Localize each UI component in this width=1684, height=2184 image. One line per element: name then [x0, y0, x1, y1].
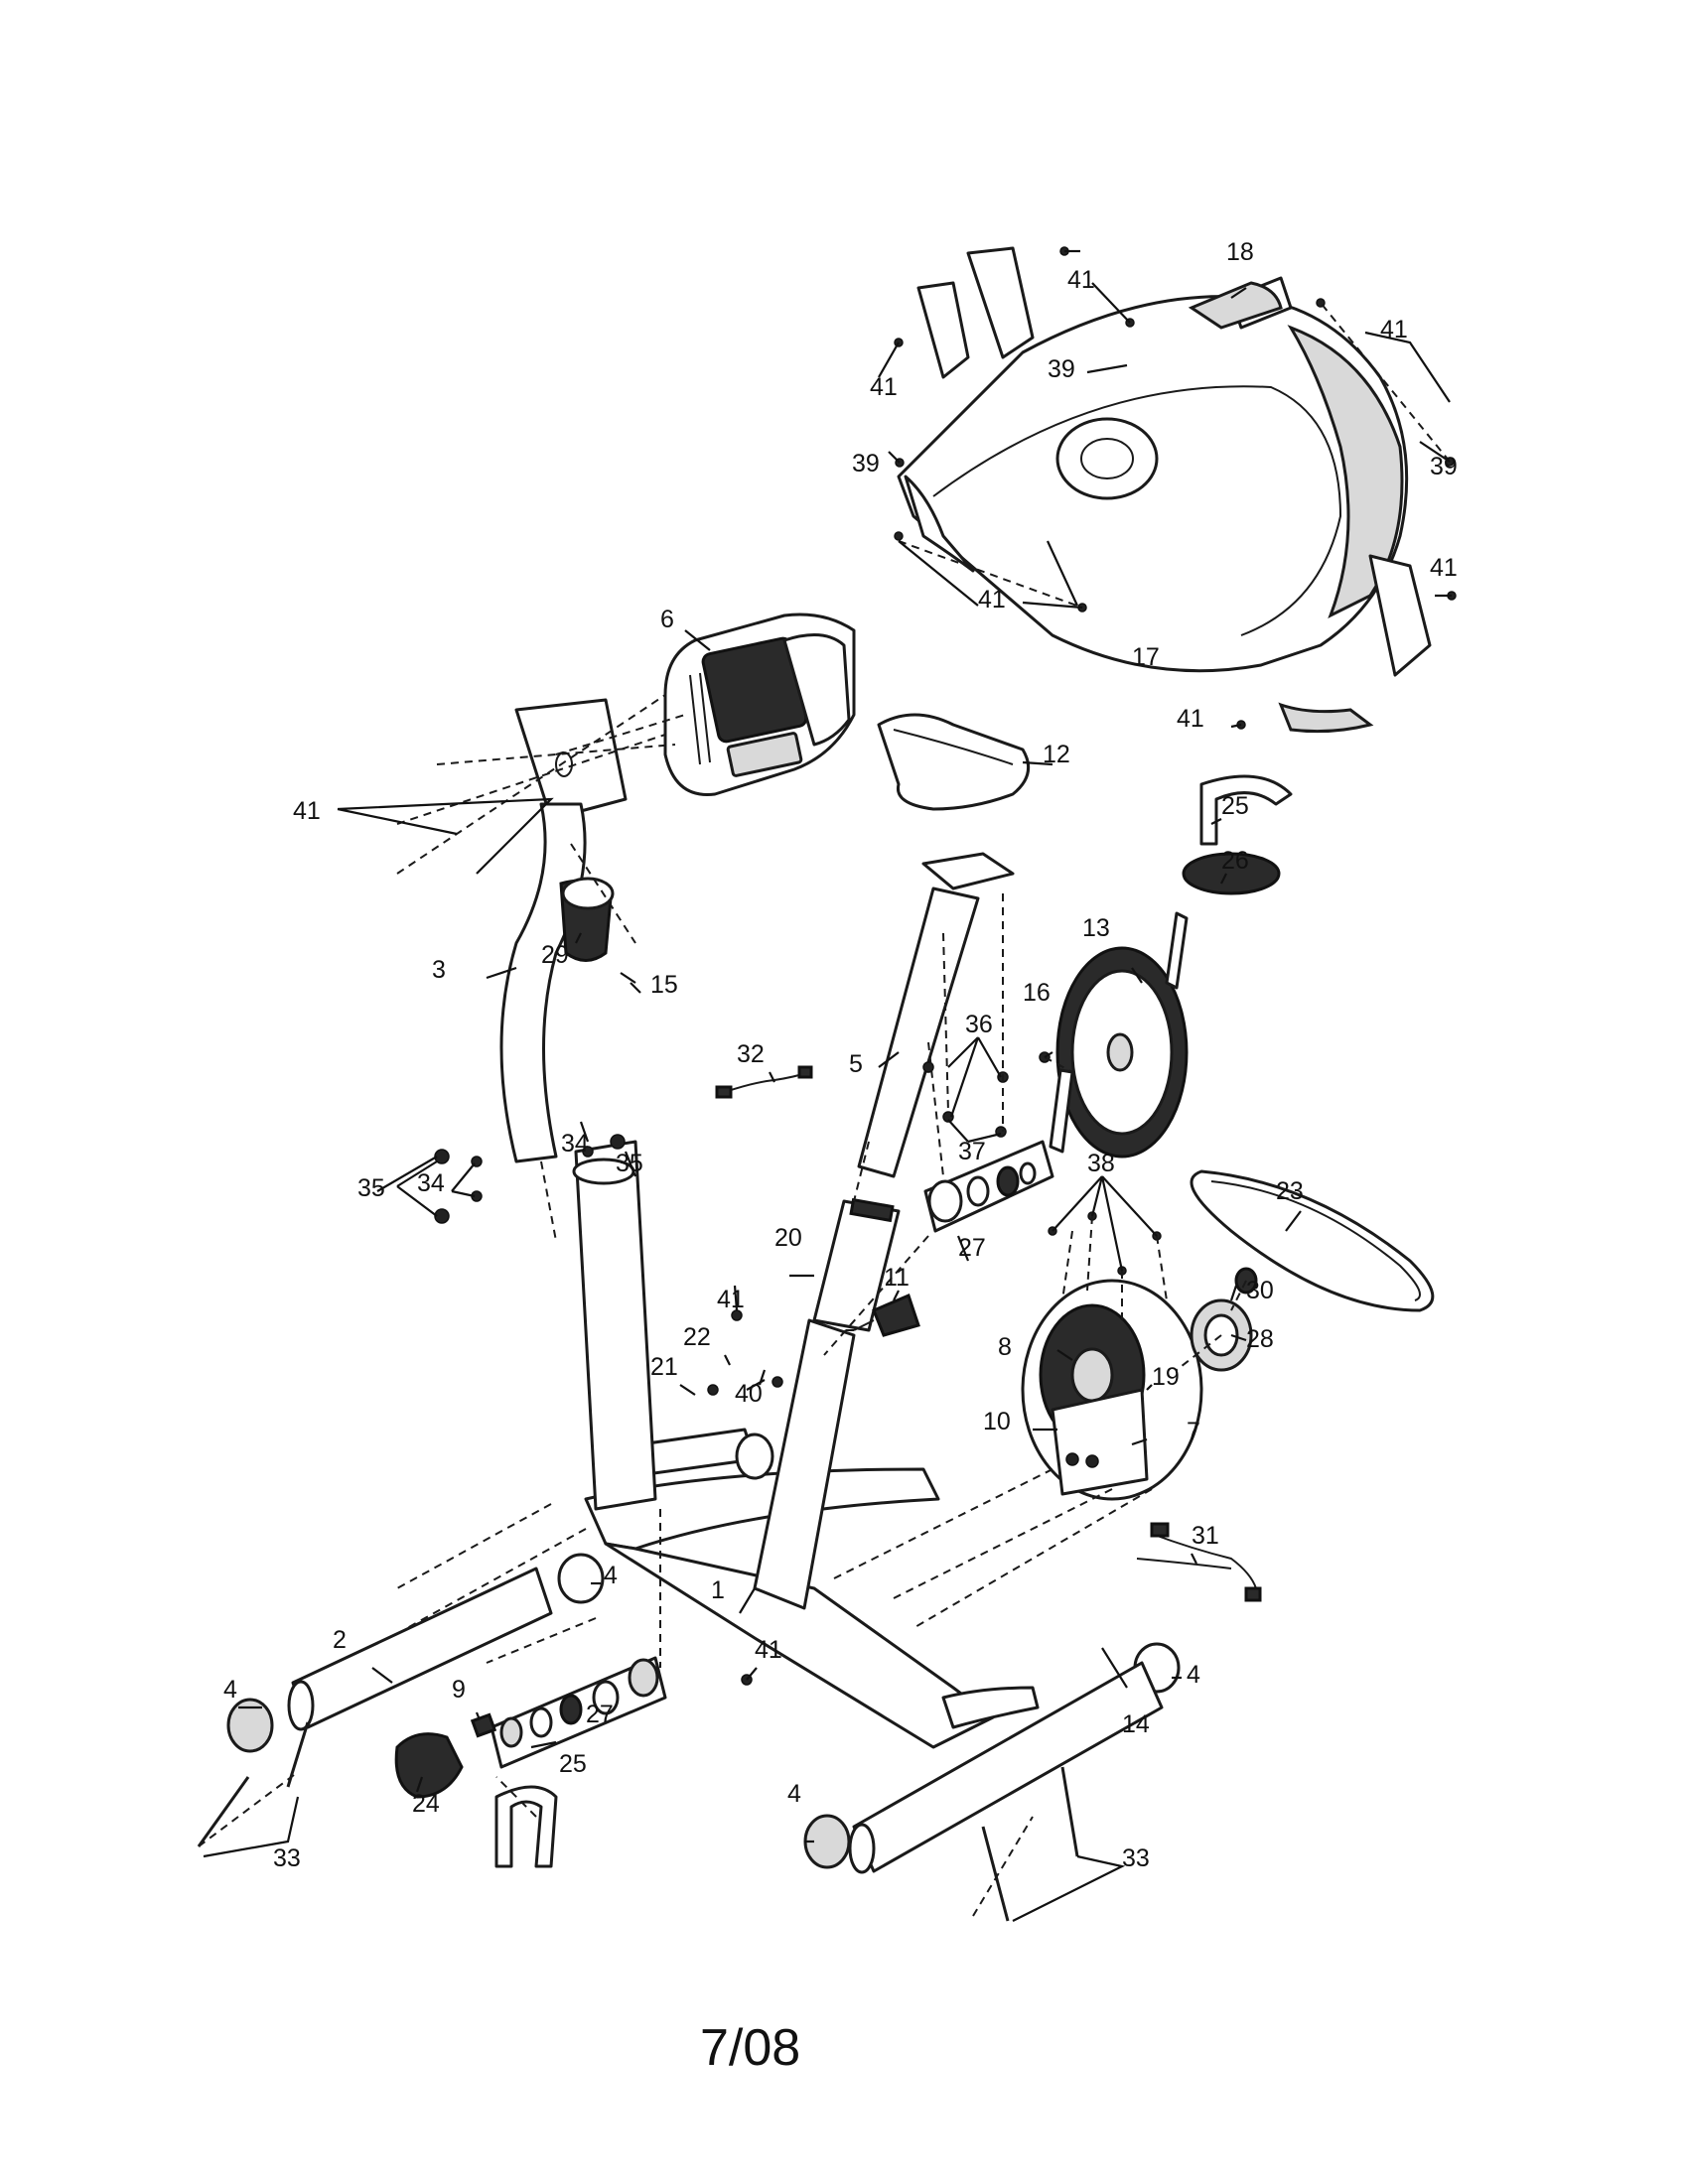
callout-33a: 33 — [273, 1844, 301, 1872]
callout-18: 18 — [1226, 238, 1254, 266]
part-23-belt — [1190, 1169, 1435, 1312]
callout-41g: 41 — [293, 797, 321, 825]
callout-7: 7 — [1187, 1418, 1200, 1445]
callout-23: 23 — [1276, 1177, 1304, 1205]
callout-41e: 41 — [978, 586, 1006, 614]
callout-29: 29 — [541, 941, 569, 969]
callout-39a: 39 — [1048, 355, 1075, 383]
part-27-bearing-set-upper — [923, 1140, 1054, 1233]
part-1-main-frame — [572, 1140, 1040, 1749]
part-14-rear-stabilizer — [848, 1661, 1164, 1874]
part-2-front-stabilizer — [287, 1567, 553, 1731]
part-11-knob — [853, 1293, 920, 1337]
part-24-pedal-left — [394, 1732, 464, 1799]
part-12-seat — [877, 713, 1031, 890]
part-20-seat-sleeve — [812, 1197, 901, 1332]
part-31-wire-harness — [1136, 1522, 1262, 1602]
part-32-wire — [715, 1065, 813, 1099]
callout-34b: 34 — [417, 1169, 445, 1197]
callout-20: 20 — [774, 1224, 802, 1252]
callout-33b: 33 — [1122, 1844, 1150, 1872]
leader-lines — [203, 249, 1452, 1922]
part-25-strap-left — [494, 1785, 558, 1868]
callout-13: 13 — [1082, 914, 1110, 942]
part-7-flywheel-housing — [1021, 1279, 1203, 1501]
callout-27a: 27 — [958, 1234, 986, 1262]
callout-41a: 41 — [1067, 266, 1095, 294]
callout-17: 17 — [1132, 643, 1160, 671]
callout-30: 30 — [1246, 1277, 1274, 1304]
callout-41d: 41 — [1430, 554, 1458, 582]
callout-41h: 41 — [717, 1286, 745, 1313]
callout-41i: 41 — [755, 1636, 782, 1664]
part-17-shroud — [897, 246, 1432, 734]
part-29-bottle-holder — [559, 877, 615, 962]
callout-37: 37 — [958, 1138, 986, 1165]
callout-36: 36 — [965, 1011, 993, 1038]
callout-39c: 39 — [1430, 453, 1458, 480]
callout-40: 40 — [735, 1380, 763, 1408]
callout-8: 8 — [998, 1333, 1012, 1361]
callout-12: 12 — [1043, 741, 1070, 768]
callout-16: 16 — [1023, 979, 1051, 1007]
callout-41c: 41 — [1380, 316, 1408, 343]
callout-41f: 41 — [1177, 705, 1204, 733]
part-27-bearing-set-lower — [490, 1656, 667, 1769]
part-18-shroud-trim — [1188, 281, 1283, 330]
callout-22: 22 — [683, 1323, 711, 1351]
callout-39b: 39 — [852, 450, 880, 478]
part-25-strap-right — [1199, 774, 1293, 846]
callout-25b: 25 — [559, 1750, 587, 1778]
callout-11: 11 — [884, 1264, 910, 1292]
callout-6: 6 — [660, 606, 674, 633]
callout-4d: 4 — [787, 1780, 801, 1808]
callout-2: 2 — [333, 1626, 347, 1654]
callout-4a: 4 — [223, 1676, 237, 1704]
callout-10: 10 — [983, 1408, 1011, 1435]
callout-4b: 4 — [604, 1562, 618, 1589]
callout-26: 26 — [1221, 847, 1249, 875]
callout-4c: 4 — [1187, 1661, 1200, 1689]
part-13-pulley — [1049, 911, 1189, 1159]
callout-25a: 25 — [1221, 792, 1249, 820]
callout-27b: 27 — [586, 1701, 614, 1728]
date-code: 7/08 — [700, 2019, 800, 2077]
callout-34a: 34 — [561, 1130, 589, 1158]
callout-3: 3 — [432, 956, 446, 984]
callout-9: 9 — [452, 1676, 466, 1704]
callout-1: 1 — [711, 1576, 725, 1604]
callout-19: 19 — [1152, 1363, 1180, 1391]
part-33-bolts — [197, 1721, 1079, 1922]
part-26-pedal-right — [1182, 852, 1281, 895]
callout-28: 28 — [1246, 1325, 1274, 1353]
part-5-seat-post — [857, 887, 980, 1178]
assembly-dashed-lines — [198, 302, 1451, 1917]
callout-15: 15 — [650, 971, 678, 999]
callout-14: 14 — [1122, 1710, 1150, 1738]
callout-24: 24 — [412, 1790, 440, 1818]
callout-41b: 41 — [870, 373, 898, 401]
callout-31: 31 — [1192, 1522, 1219, 1550]
callout-35b: 35 — [616, 1150, 643, 1177]
callout-21: 21 — [650, 1353, 678, 1381]
callout-38: 38 — [1087, 1150, 1115, 1177]
callout-32: 32 — [737, 1040, 765, 1068]
part-9-nut — [470, 1712, 497, 1738]
callout-5: 5 — [849, 1050, 863, 1078]
callout-labels: 1 2 3 4 4 4 4 5 6 7 8 9 10 11 12 13 14 1… — [223, 238, 1458, 1872]
part-6-console — [663, 613, 856, 796]
callout-35a: 35 — [357, 1174, 385, 1202]
